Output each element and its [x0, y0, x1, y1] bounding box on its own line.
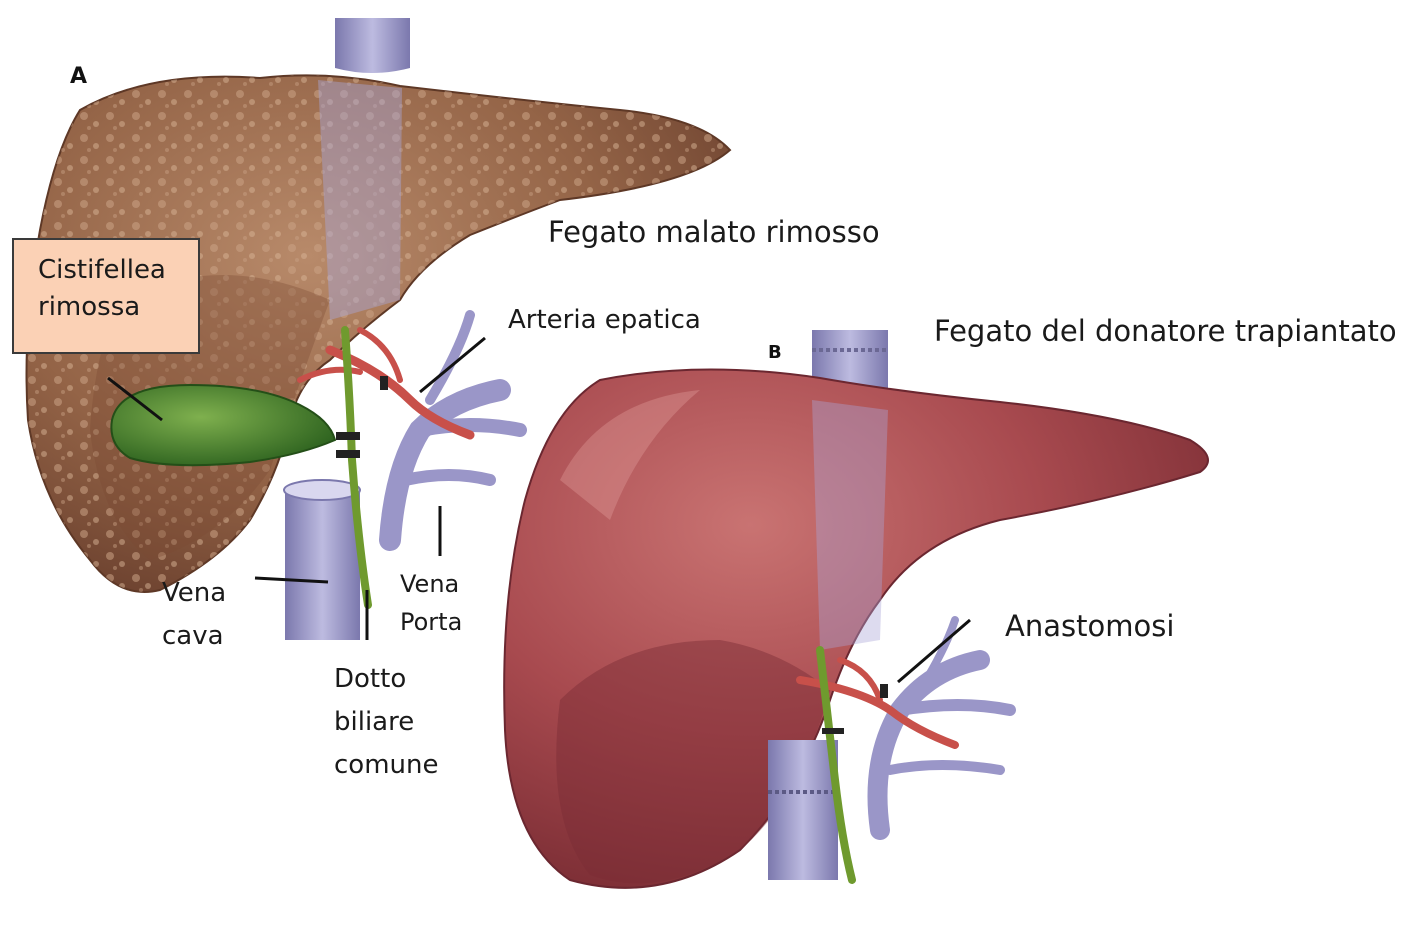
label-dotto-line1: Dotto — [334, 663, 406, 696]
label-vena-porta-line1: Vena — [400, 569, 459, 599]
gallbladder — [111, 385, 335, 465]
panel-letter-b: B — [768, 342, 782, 363]
panel-letter-a: A — [70, 64, 87, 89]
label-vena-porta-line2: Porta — [400, 607, 462, 637]
title-donor-liver: Fegato del donatore trapiantato — [934, 313, 1397, 349]
callout-line-1: Cistifellea — [14, 240, 198, 287]
portal-vein-b — [878, 620, 1011, 830]
title-diseased-liver: Fegato malato rimosso — [548, 214, 880, 250]
label-vena-cava-line2: cava — [162, 620, 224, 653]
callout-line-2: rimossa — [14, 287, 198, 324]
vena-cava-b — [768, 740, 838, 880]
label-dotto-line3: comune — [334, 749, 438, 782]
label-anastomosi: Anastomosi — [1005, 608, 1174, 644]
vena-cava-a — [285, 490, 360, 640]
vena-cava-top-a — [335, 18, 410, 73]
label-arteria-epatica: Arteria epatica — [508, 304, 701, 337]
label-dotto-line2: biliare — [334, 706, 414, 739]
label-vena-cava-line1: Vena — [162, 577, 226, 610]
callout-gallbladder-removed: Cistifellea rimossa — [12, 238, 200, 354]
